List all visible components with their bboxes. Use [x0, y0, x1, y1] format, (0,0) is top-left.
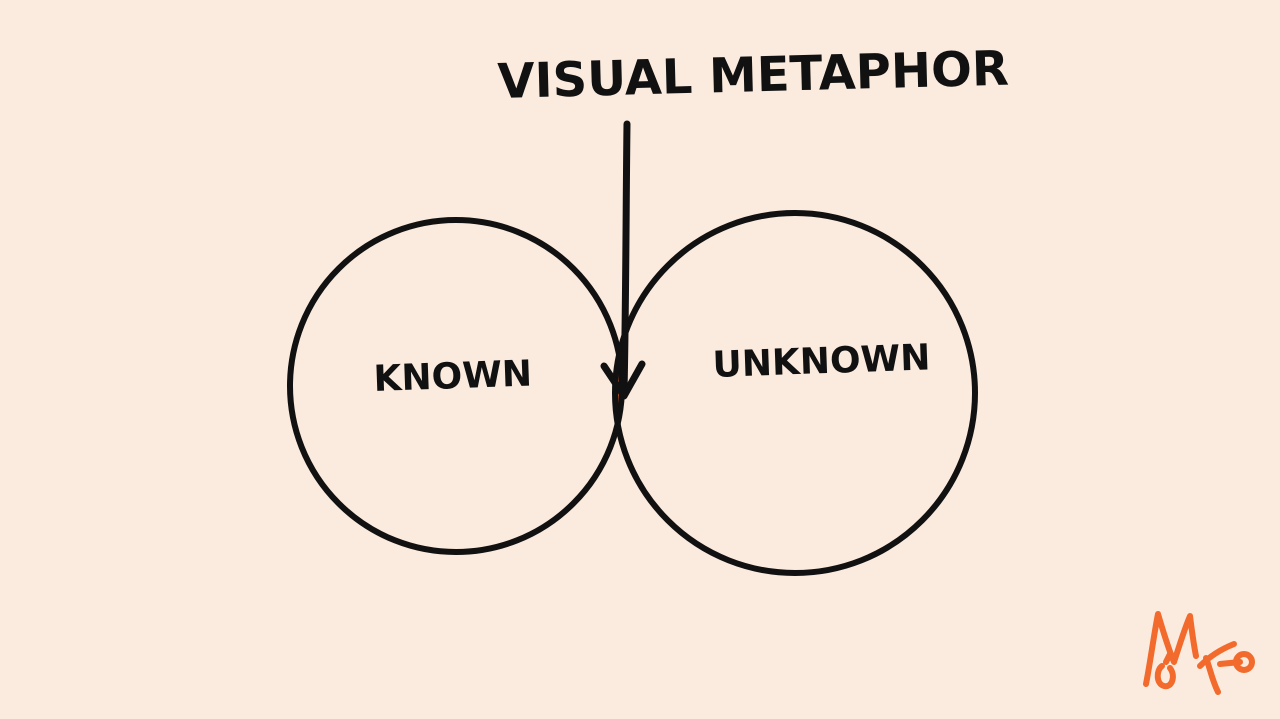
logo-icon [1143, 611, 1255, 695]
unknown-circle [612, 210, 978, 576]
known-label: KNOWN [372, 353, 533, 400]
unknown-label: UNKNOWN [711, 337, 932, 386]
down-arrow-icon [600, 120, 646, 400]
diagram-title: VISUAL METAPHOR [496, 40, 1010, 110]
